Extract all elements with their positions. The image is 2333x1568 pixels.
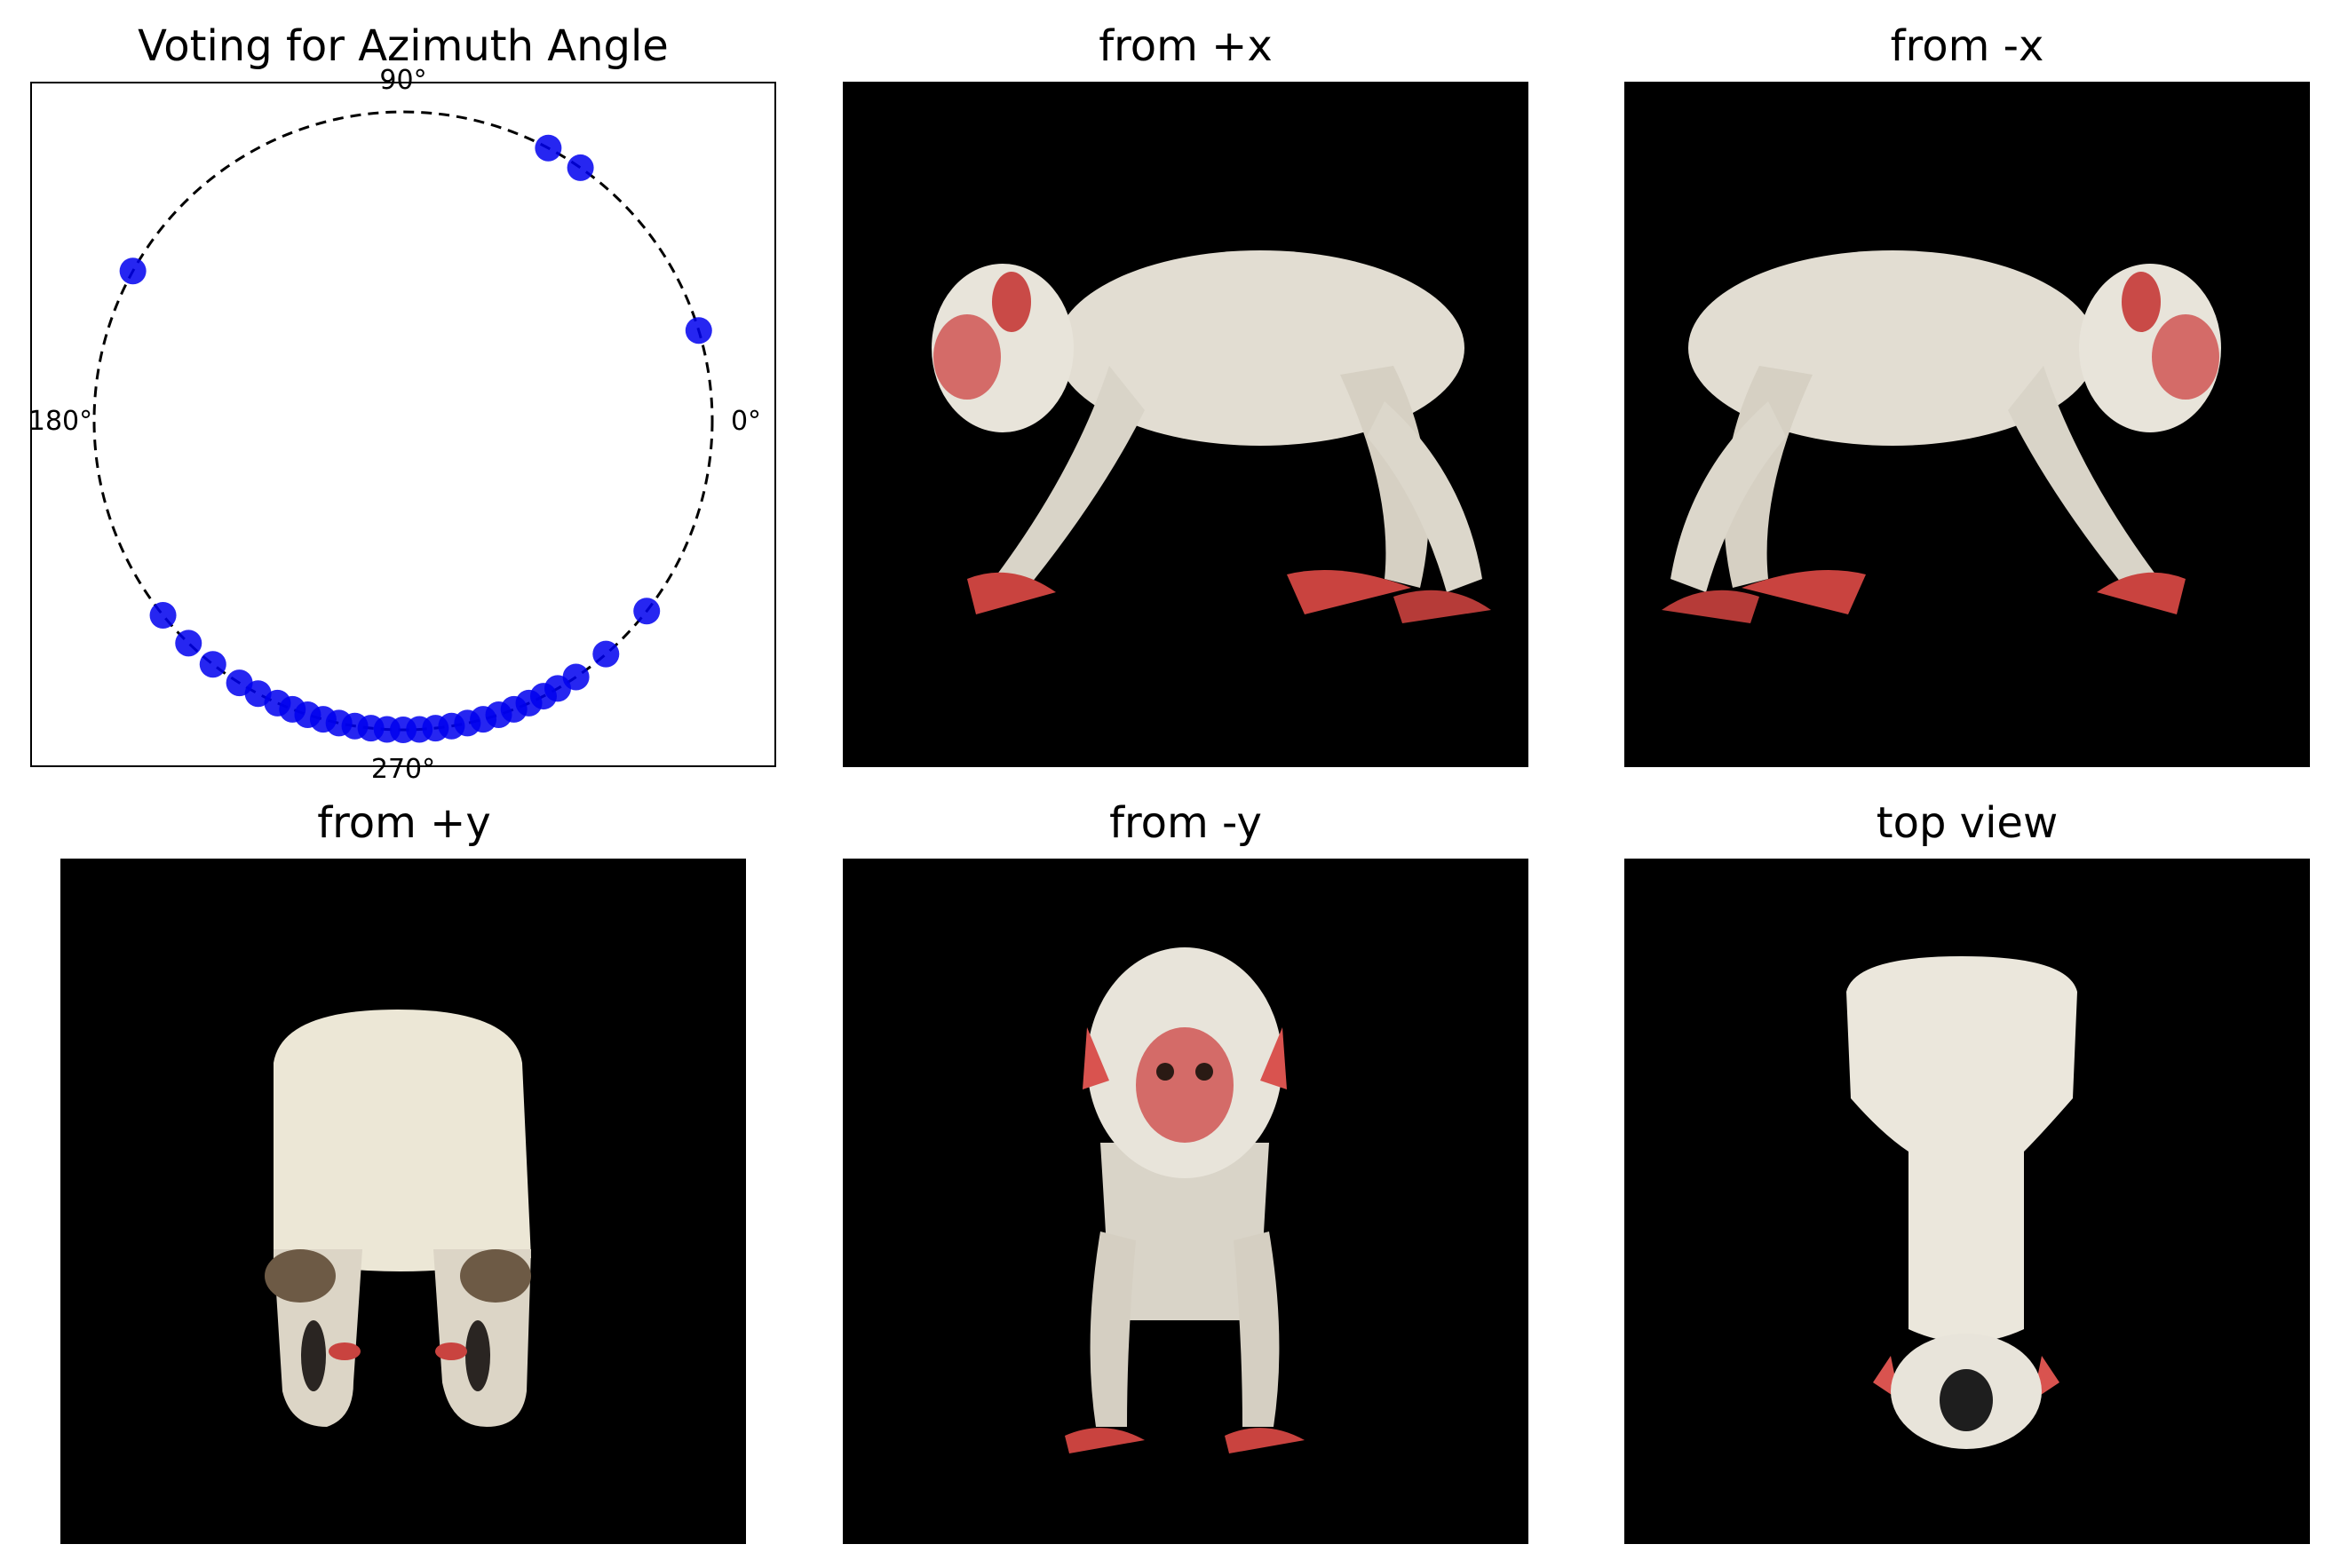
panel-title: from -y [1109, 798, 1262, 848]
monkey-side-left-figure [932, 250, 1491, 623]
render-image [843, 82, 1528, 767]
monkey-top-figure [1846, 956, 2077, 1449]
vote-point [562, 663, 590, 691]
angle-tick-label: 270° [371, 754, 435, 785]
monkey-side-right-figure [1662, 250, 2221, 623]
render-image [843, 859, 1528, 1544]
angle-tick-label: 0° [731, 406, 761, 437]
panel-title: from +x [1099, 21, 1273, 71]
vote-point [535, 134, 562, 162]
view-panel-top: top view [1616, 777, 2327, 1558]
vote-point [149, 602, 177, 630]
panel-title: top view [1876, 798, 2059, 848]
angle-tick-label: 90° [379, 65, 426, 96]
polar-chart: 0° 90° 180° 270° [28, 65, 761, 785]
vote-point [567, 154, 594, 181]
render-image [1624, 859, 2310, 1544]
vote-point [685, 317, 712, 344]
view-panel-plus-y: from +y [53, 777, 764, 1558]
vote-point [175, 630, 202, 657]
monkey-front-figure [1065, 947, 1305, 1453]
chart-title: Voting for Azimuth Angle [138, 21, 669, 71]
view-panel-plus-x: from +x [835, 0, 1545, 781]
render-image [1624, 82, 2310, 767]
panel-title: from -x [1890, 21, 2044, 71]
vote-point [199, 651, 226, 678]
azimuth-vote-panel: Voting for Azimuth Angle 0° 90° 180° 270° [0, 0, 799, 785]
view-panel-minus-y: from -y [835, 777, 1545, 1558]
panel-title: from +y [317, 798, 491, 848]
angle-tick-label: 180° [28, 406, 92, 437]
view-panel-minus-x: from -x [1616, 0, 2327, 781]
vote-point [592, 640, 620, 668]
monkey-back-figure [265, 1010, 531, 1427]
vote-point [633, 598, 661, 625]
polar-plot-area: 0° 90° 180° 270° [28, 65, 776, 785]
render-image [60, 859, 746, 1544]
vote-point [119, 257, 147, 285]
